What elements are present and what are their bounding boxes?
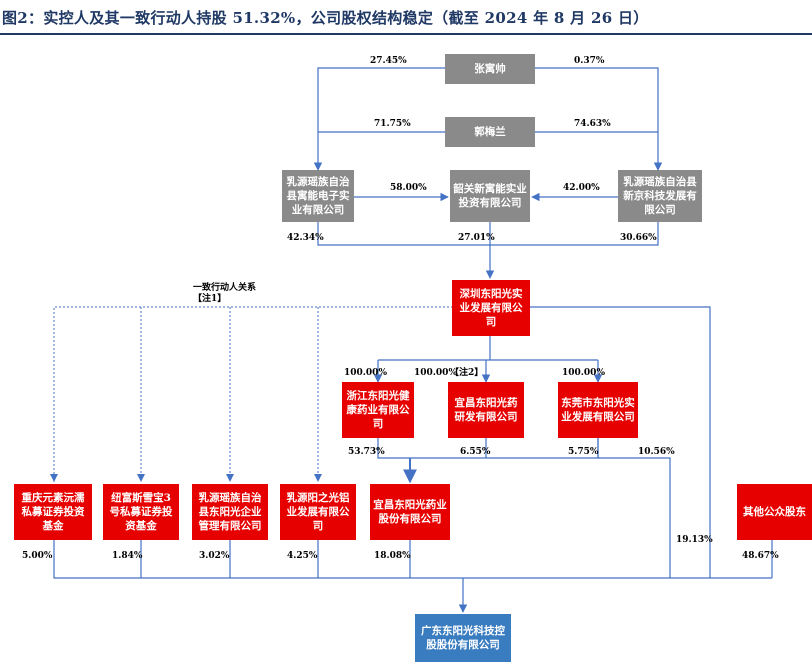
node-yichang-yao: 宜昌东阳光药研发有限公司 — [448, 382, 524, 438]
node-zhang: 张寓帅 — [445, 54, 535, 84]
pct-zhang-left: 27.45% — [370, 56, 407, 66]
node-niufu: 纽富斯雪宝3号私募证券投资基金 — [103, 484, 179, 540]
pct-zhiguang-target: 4.25% — [287, 551, 318, 561]
line-chongqing-target — [53, 540, 463, 579]
node-ruyuan-xinjing: 乳源瑶族自治县新京科技发展有限公司 — [618, 170, 702, 222]
concert-note-line2: 【注1】 — [193, 294, 227, 304]
pct-xinjing-shenzhen: 30.66% — [620, 233, 657, 243]
node-chongqing: 重庆元素沅濡私募证券投资基金 — [14, 484, 92, 540]
line-zhejiang-gufen — [377, 438, 600, 459]
line-dongguan-target — [597, 438, 671, 578]
line-dianzi-shenzhen — [317, 222, 490, 246]
pct-to-zhejiang: 100.00% — [344, 368, 387, 378]
node-zhejiang: 浙江东阳光健康药业有限公司 — [342, 382, 414, 438]
node-shaoguan: 韶关新寓能实业投资有限公司 — [450, 170, 530, 222]
pct-to-dongguan: 100.00% — [562, 368, 605, 378]
node-dongguan: 东莞市东阳光实业发展有限公司 — [558, 382, 638, 438]
pct-zhang-right: 0.37% — [574, 56, 605, 66]
dash-concert-bar — [53, 306, 452, 482]
pct-yichang-yao-gufen: 6.55% — [460, 447, 491, 457]
pct-qiye-target: 3.02% — [199, 551, 230, 561]
pct-zhejiang-gufen: 53.73% — [348, 447, 385, 457]
node-shenzhen: 深圳东阳光实业发展有限公司 — [452, 280, 530, 336]
line-xinjing-shenzhen — [490, 222, 659, 246]
node-public: 其他公众股东 — [737, 484, 812, 540]
concert-note-line1: 一致行动人关系 — [193, 283, 257, 293]
node-target: 广东东阳光科技控股股份有限公司 — [415, 614, 511, 662]
pct-dongguan-gufen: 5.75% — [568, 447, 599, 457]
line-zhang-right — [535, 67, 663, 171]
line-zhang-left — [313, 67, 445, 171]
pct-shenzhen-target: 19.13% — [676, 535, 713, 545]
node-ruyuan-zhiguang: 乳源阳之光铝业发展有限公司 — [280, 484, 356, 540]
figure-title: 图2：实控人及其一致行动人持股 51.32%，公司股权结构稳定（截至 2024 … — [2, 9, 649, 27]
pct-dianzi-shenzhen: 42.34% — [287, 233, 324, 243]
pct-guo-left: 71.75% — [374, 119, 411, 129]
pct-public-target: 48.67% — [742, 551, 779, 561]
pct-to-yichang-yao: 100.00% — [414, 368, 457, 378]
pct-xinjing-shaoguan: 42.00% — [563, 183, 600, 193]
line-shenzhen-right — [530, 306, 711, 578]
title-rule — [0, 33, 812, 35]
node-ruyuan-dianzi: 乳源瑶族自治县寓能电子实业有限公司 — [282, 170, 354, 222]
pct-chongqing-target: 5.00% — [22, 551, 53, 561]
node-ruyuan-qiye: 乳源瑶族自治县东阳光企业管理有限公司 — [192, 484, 268, 540]
pct-niufu-target: 1.84% — [112, 551, 143, 561]
node-guo: 郭梅兰 — [445, 117, 535, 147]
pct-dianzi-shaoguan: 58.00% — [390, 183, 427, 193]
pct-shaoguan-shenzhen: 27.01% — [458, 233, 495, 243]
node-yichang-gufen: 宜昌东阳光药业股份有限公司 — [370, 484, 450, 540]
note-2: 【注2】 — [450, 368, 484, 378]
pct-dongguan-target: 10.56% — [638, 447, 675, 457]
pct-guo-right: 74.63% — [574, 119, 611, 129]
pct-gufen-target: 18.08% — [374, 551, 411, 561]
